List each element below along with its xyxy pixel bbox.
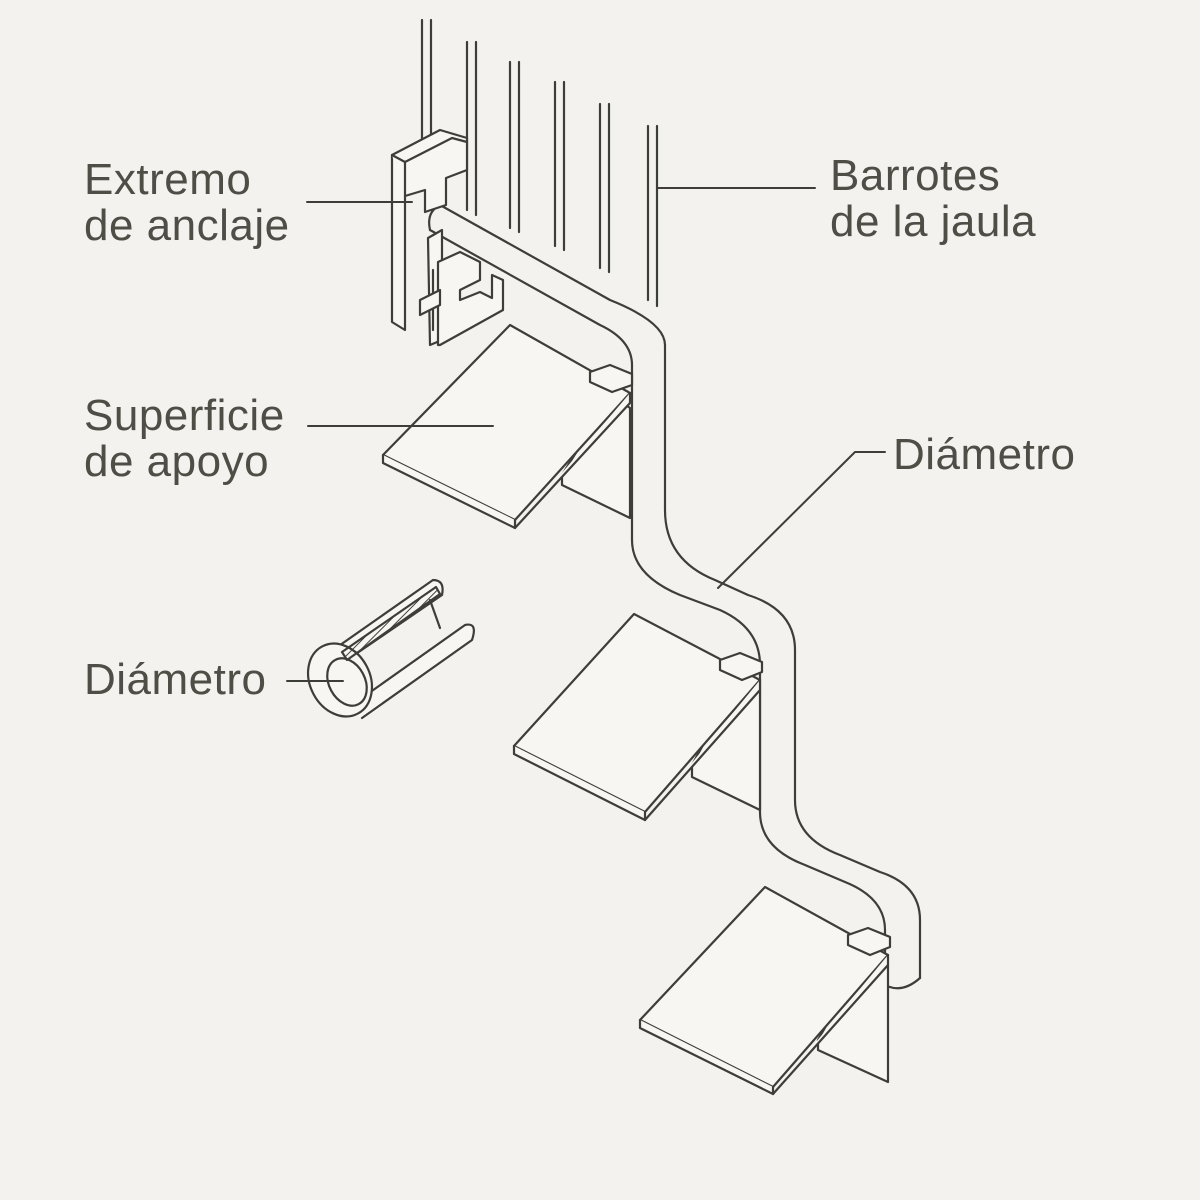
label-diameter-section-text: Diámetro	[84, 655, 267, 704]
label-anchor-end-line-1: Extremo	[84, 155, 252, 204]
label-cage-bars-line-1: Barrotes	[830, 151, 1001, 200]
label-anchor-end: Extremo de anclaje	[84, 157, 290, 249]
label-cage-bars-line-2: de la jaula	[830, 197, 1037, 246]
anchor-clip[interactable]	[390, 128, 505, 347]
label-diameter-section: Diámetro	[84, 657, 267, 703]
label-anchor-end-line-2: de anclaje	[84, 201, 290, 250]
support-platform-2[interactable]	[512, 612, 764, 822]
leader-diameter-main	[717, 451, 886, 589]
label-support-surface-line-2: de apoyo	[84, 437, 270, 486]
support-platform-1[interactable]	[381, 323, 634, 530]
label-diameter-main-text: Diámetro	[893, 430, 1076, 479]
label-support-surface: Superficie de apoyo	[84, 393, 285, 485]
cage-bars	[420, 18, 659, 308]
label-support-surface-line-1: Superficie	[84, 391, 285, 440]
leader-lines	[286, 187, 886, 682]
perch-rod	[428, 203, 922, 990]
label-diameter-main: Diámetro	[893, 432, 1076, 478]
support-platform-3[interactable]	[638, 885, 892, 1096]
label-cage-bars: Barrotes de la jaula	[830, 153, 1036, 245]
tube-section	[306, 578, 475, 720]
